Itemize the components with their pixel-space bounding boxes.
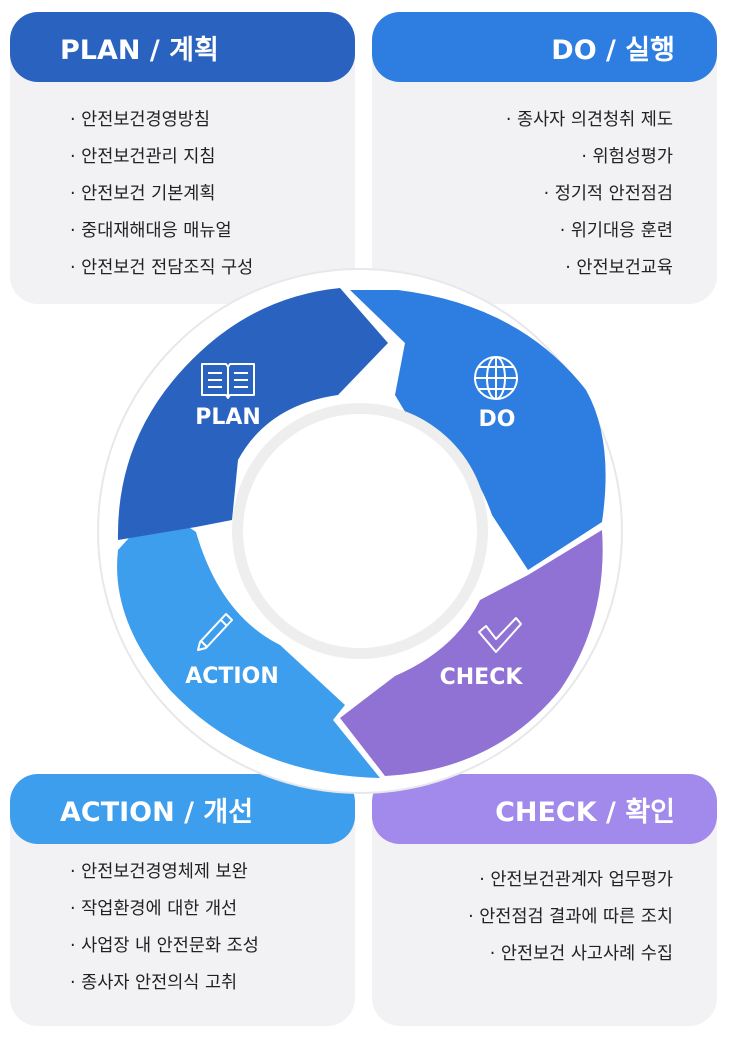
list-item: · 안전보건 사고사례 수집 bbox=[489, 944, 673, 964]
check-segment bbox=[340, 530, 603, 776]
plan-label: PLAN bbox=[195, 405, 261, 430]
outer-ring bbox=[97, 268, 623, 794]
do-card: DO / 실행 · 종사자 의견청취 제도 · 위험성평가 · 정기적 안전점검… bbox=[372, 12, 717, 304]
inner-ring bbox=[232, 403, 488, 659]
list-item: · 정기적 안전점검 bbox=[543, 184, 673, 204]
list-item: · 종사자 안전의식 고취 bbox=[70, 973, 238, 993]
list-item: · 위험성평가 bbox=[581, 147, 673, 167]
list-item: · 안전보건 기본계획 bbox=[70, 184, 216, 204]
globe-icon bbox=[474, 356, 518, 400]
list-item: · 위기대응 훈련 bbox=[559, 221, 673, 241]
checkmark-icon bbox=[478, 617, 522, 653]
plan-card-header: PLAN / 계획 bbox=[10, 12, 355, 82]
check-card-header: CHECK / 확인 bbox=[372, 774, 717, 844]
action-card-header: ACTION / 개선 bbox=[10, 774, 355, 844]
check-label: CHECK bbox=[440, 665, 524, 690]
do-segment bbox=[350, 290, 606, 570]
list-item: · 작업환경에 대한 개선 bbox=[70, 899, 238, 919]
check-item-list: · 안전보건관계자 업무평가 · 안전점검 결과에 따른 조치 · 안전보건 사… bbox=[372, 862, 717, 973]
check-card: CHECK / 확인 · 안전보건관계자 업무평가 · 안전점검 결과에 따른 … bbox=[372, 774, 717, 1026]
list-item: · 종사자 의견청취 제도 bbox=[505, 110, 673, 130]
do-item-list: · 종사자 의견청취 제도 · 위험성평가 · 정기적 안전점검 · 위기대응 … bbox=[372, 102, 717, 287]
list-item: · 안전보건경영방침 bbox=[70, 110, 210, 130]
list-item: · 안전보건경영체제 보완 bbox=[70, 862, 248, 882]
do-card-header: DO / 실행 bbox=[372, 12, 717, 82]
plan-segment bbox=[117, 288, 388, 540]
list-item: · 중대재해대응 매뉴얼 bbox=[70, 221, 232, 241]
list-item: · 안전점검 결과에 따른 조치 bbox=[468, 907, 673, 927]
center-circle bbox=[243, 414, 477, 648]
list-item: · 사업장 내 안전문화 조성 bbox=[70, 936, 259, 956]
list-item: · 안전보건관계자 업무평가 bbox=[479, 870, 673, 890]
pencil-icon bbox=[197, 613, 233, 651]
action-label: ACTION bbox=[185, 664, 278, 689]
action-segment bbox=[117, 506, 380, 778]
list-item: · 안전보건 전담조직 구성 bbox=[70, 258, 254, 278]
plan-item-list: · 안전보건경영방침 · 안전보건관리 지침 · 안전보건 기본계획 · 중대재… bbox=[10, 102, 355, 287]
do-label: DO bbox=[479, 407, 516, 432]
action-item-list: · 안전보건경영체제 보완 · 작업환경에 대한 개선 · 사업장 내 안전문화… bbox=[10, 854, 355, 1002]
list-item: · 안전보건관리 지침 bbox=[70, 147, 216, 167]
plan-card: PLAN / 계획 · 안전보건경영방침 · 안전보건관리 지침 · 안전보건 … bbox=[10, 12, 355, 304]
list-item: · 안전보건교육 bbox=[565, 258, 673, 278]
book-icon bbox=[201, 363, 255, 399]
action-card: ACTION / 개선 · 안전보건경영체제 보완 · 작업환경에 대한 개선 … bbox=[10, 774, 355, 1026]
